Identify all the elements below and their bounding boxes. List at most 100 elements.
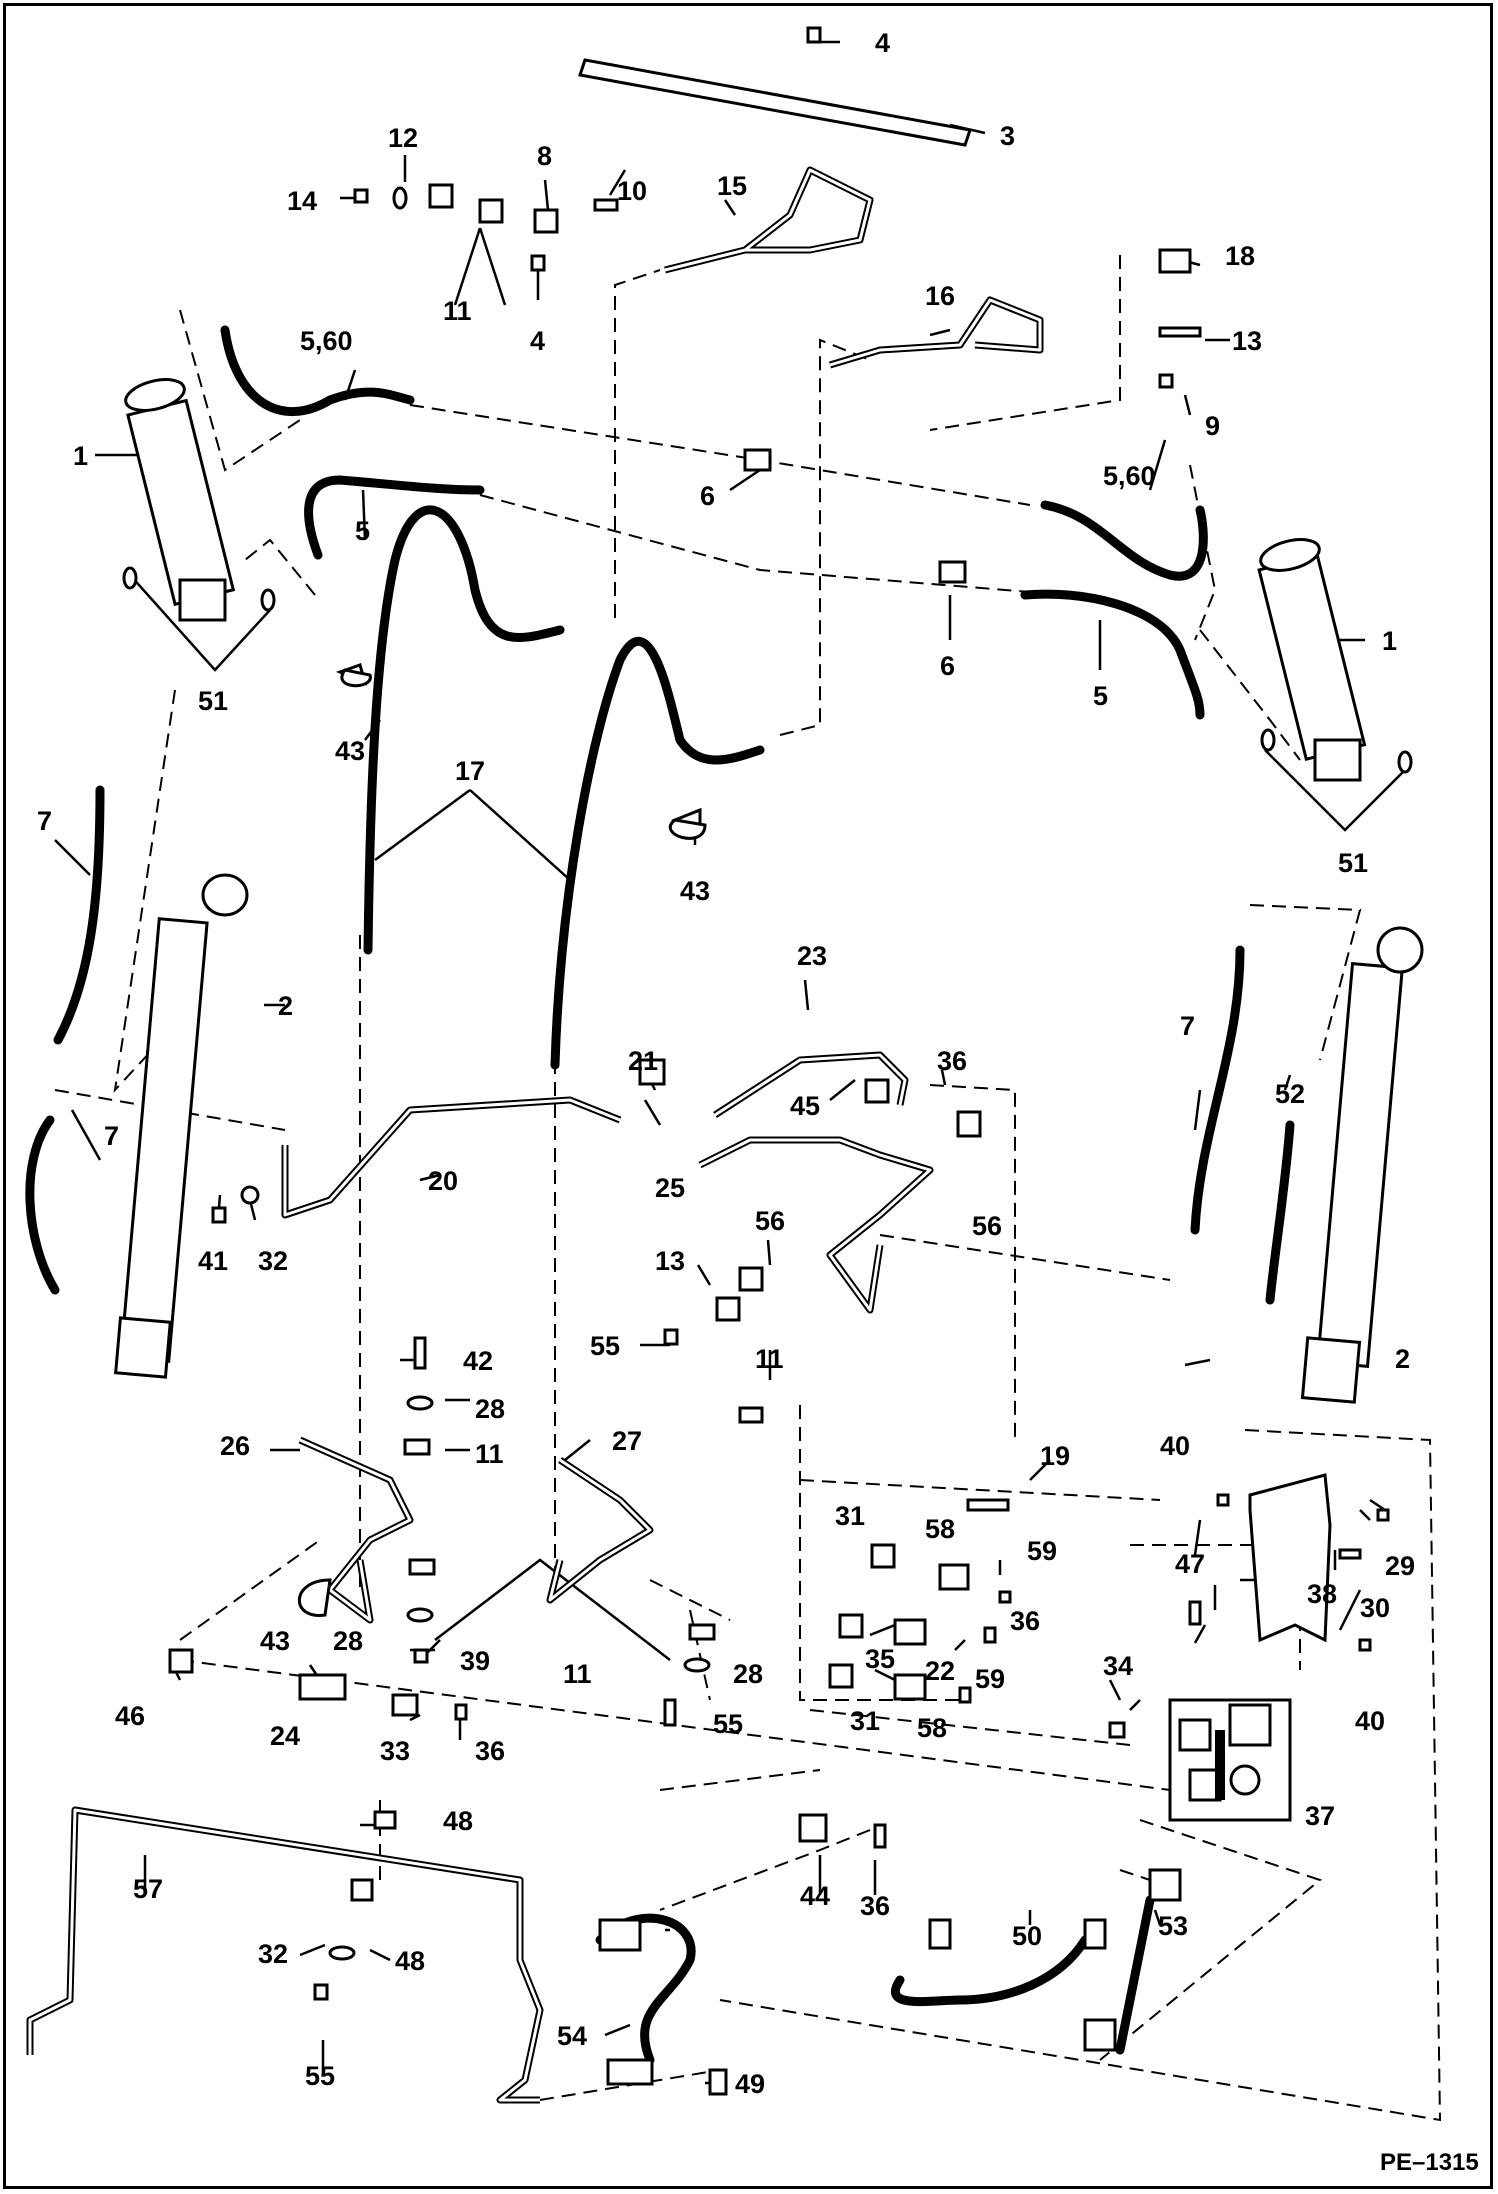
callout-4: 4	[875, 28, 890, 58]
callout-8: 8	[537, 141, 552, 171]
callout-14: 14	[287, 186, 317, 216]
callout-1: 1	[73, 441, 88, 471]
callout-40: 40	[1355, 1706, 1385, 1736]
callout-3: 3	[1000, 121, 1015, 151]
drawing-code: PE–1315	[1380, 2149, 1479, 2176]
callout-55: 55	[305, 2061, 335, 2091]
callout-20: 20	[428, 1166, 458, 1196]
callout-39: 39	[460, 1646, 490, 1676]
small-parts	[122, 26, 1413, 2096]
callout-10: 10	[617, 176, 647, 206]
callout-7: 7	[37, 806, 52, 836]
callout-2: 2	[278, 991, 293, 1021]
callout-16: 16	[925, 281, 955, 311]
callout-18: 18	[1225, 241, 1255, 271]
callout-42: 42	[463, 1346, 493, 1376]
callout-12: 12	[388, 123, 418, 153]
callout-17: 17	[455, 756, 485, 786]
callout-2: 2	[1395, 1344, 1410, 1374]
callout-47: 47	[1175, 1549, 1205, 1579]
callout-19: 19	[1040, 1441, 1070, 1471]
callout-31: 31	[835, 1501, 865, 1531]
callout-45: 45	[790, 1091, 820, 1121]
callout-32: 32	[258, 1939, 288, 1969]
callout-36: 36	[937, 1046, 967, 1076]
tubes	[26, 166, 1044, 2104]
callout-5-60: 5,60	[1103, 461, 1156, 491]
callout-23: 23	[797, 941, 827, 971]
diagram-border	[3, 3, 1493, 2189]
callout-52: 52	[1275, 1079, 1305, 1109]
callout-11: 11	[475, 1439, 504, 1469]
callout-36: 36	[860, 1891, 890, 1921]
callout-54: 54	[557, 2021, 587, 2051]
callout-6: 6	[700, 481, 715, 511]
callout-29: 29	[1385, 1551, 1415, 1581]
callout-51: 51	[198, 686, 228, 716]
callout-34: 34	[1103, 1651, 1133, 1681]
callout-24: 24	[270, 1721, 300, 1751]
callout-35: 35	[865, 1644, 895, 1674]
callout-53: 53	[1158, 1911, 1188, 1941]
callout-21: 21	[628, 1046, 658, 1076]
callout-9: 9	[1205, 411, 1220, 441]
callout-28: 28	[733, 1659, 763, 1689]
callout-36: 36	[475, 1736, 505, 1766]
callout-38: 38	[1307, 1579, 1337, 1609]
callout-48: 48	[443, 1806, 473, 1836]
callout-11: 11	[563, 1659, 592, 1689]
callout-27: 27	[612, 1426, 642, 1456]
callout-4: 4	[530, 326, 545, 356]
callout-40: 40	[1160, 1431, 1190, 1461]
callout-48: 48	[395, 1946, 425, 1976]
callout-43: 43	[260, 1626, 290, 1656]
callout-55: 55	[590, 1331, 620, 1361]
callout-33: 33	[380, 1736, 410, 1766]
callout-37: 37	[1305, 1801, 1335, 1831]
callout-58: 58	[917, 1713, 947, 1743]
callout-59: 59	[1027, 1536, 1057, 1566]
callout-11: 11	[755, 1344, 784, 1374]
callout-28: 28	[333, 1626, 363, 1656]
callout-56: 56	[755, 1206, 785, 1236]
callout-58: 58	[925, 1514, 955, 1544]
callout-51: 51	[1338, 848, 1368, 878]
callout-31: 31	[850, 1706, 880, 1736]
callout-labels: 4 3 12 8 10 15 14 11 4 18 16 13 5,60 9 1…	[37, 28, 1479, 2176]
callout-25: 25	[655, 1173, 685, 1203]
callout-13: 13	[655, 1246, 685, 1276]
callout-32: 32	[258, 1246, 288, 1276]
tilt-cylinder-left	[114, 873, 249, 1379]
callout-44: 44	[800, 1881, 830, 1911]
callout-6: 6	[940, 651, 955, 681]
callout-55: 55	[713, 1709, 743, 1739]
callout-7: 7	[104, 1121, 119, 1151]
hoses	[25, 325, 1295, 2065]
lift-cylinder-left	[124, 378, 236, 622]
callout-5: 5	[1093, 681, 1108, 711]
callout-49: 49	[735, 2069, 765, 2099]
callout-30: 30	[1360, 1593, 1390, 1623]
callout-5-60: 5,60	[300, 326, 353, 356]
tilt-cylinder-right	[1300, 926, 1424, 1404]
callout-7: 7	[1180, 1011, 1195, 1041]
callout-28: 28	[475, 1394, 505, 1424]
callout-5: 5	[355, 516, 370, 546]
callout-41: 41	[198, 1246, 228, 1276]
callout-13: 13	[1232, 326, 1262, 356]
lift-cylinder-right	[1257, 538, 1367, 782]
callout-57: 57	[133, 1874, 163, 1904]
callout-50: 50	[1012, 1921, 1042, 1951]
callout-36: 36	[1010, 1606, 1040, 1636]
callout-11: 11	[443, 296, 472, 326]
callout-46: 46	[115, 1701, 145, 1731]
callout-26: 26	[220, 1431, 250, 1461]
callout-22: 22	[925, 1656, 955, 1686]
callout-43: 43	[680, 876, 710, 906]
callout-59: 59	[975, 1664, 1005, 1694]
callout-56: 56	[972, 1211, 1002, 1241]
callout-43: 43	[335, 736, 365, 766]
callout-15: 15	[717, 171, 747, 201]
